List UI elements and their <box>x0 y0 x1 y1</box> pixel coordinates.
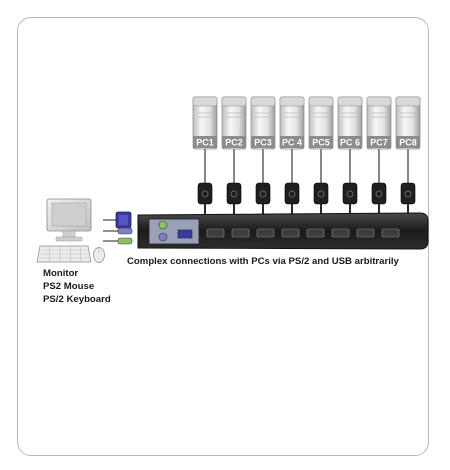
pc-label-5: PC5 <box>312 138 330 148</box>
pc-tower-8: PC8 <box>395 96 421 150</box>
pc-cable-1 <box>197 149 213 215</box>
pc-tower-6: PC 6 <box>337 96 363 150</box>
keyboard-port-icon <box>158 220 168 230</box>
pc-port-group <box>206 228 400 238</box>
console-legend: Monitor PS2 Mouse PS/2 Keyboard <box>43 267 111 306</box>
pc-label-4: PC 4 <box>282 138 302 148</box>
pc-plug-icon <box>226 182 242 205</box>
pc-cable-5 <box>313 149 329 215</box>
pc-port-8 <box>381 228 400 238</box>
pc-cable-2 <box>226 149 242 215</box>
pc-cable-7 <box>371 149 387 215</box>
pc-tower-2: PC2 <box>221 96 247 150</box>
pc-label-7: PC7 <box>370 138 388 148</box>
mouse-port-icon <box>158 232 168 242</box>
pc-port-2 <box>231 228 250 238</box>
console-cables <box>103 211 133 245</box>
pc-tower-7: PC7 <box>366 96 392 150</box>
pc-plug-icon <box>197 182 213 205</box>
pc-cable-3 <box>255 149 271 215</box>
legend-ps2-keyboard: PS/2 Keyboard <box>43 294 111 305</box>
ps2-mouse-plug-icon <box>117 227 133 235</box>
pc-plug-icon <box>255 182 271 205</box>
pc-plug-icon <box>313 182 329 205</box>
pc-label-8: PC8 <box>399 138 417 148</box>
pc-label-6: PC 6 <box>340 138 360 148</box>
pc-label-2: PC2 <box>225 138 243 148</box>
legend-monitor: Monitor <box>43 268 79 279</box>
pc-tower-5: PC5 <box>308 96 334 150</box>
kvm-switch <box>137 212 429 250</box>
pc-cable-4 <box>284 149 300 215</box>
pc-plug-icon <box>342 182 358 205</box>
pc-tower-3: PC3 <box>250 96 276 150</box>
ps2-keyboard-plug-icon <box>117 237 133 245</box>
pc-cable-8 <box>400 149 416 215</box>
pc-tower-4: PC 4 <box>279 96 305 150</box>
monitor-icon <box>46 198 92 242</box>
legend-ps2-mouse: PS2 Mouse <box>43 281 95 292</box>
cable-group <box>197 149 416 215</box>
diagram-caption: Complex connections with PCs via PS/2 an… <box>127 256 399 267</box>
pc-tower-1: PC1 <box>192 96 218 150</box>
keyboard-icon <box>36 245 92 263</box>
pc-plug-icon <box>371 182 387 205</box>
pc-port-3 <box>256 228 275 238</box>
pc-label-1: PC1 <box>196 138 214 148</box>
pc-port-4 <box>281 228 300 238</box>
pc-cable-6 <box>342 149 358 215</box>
pc-port-7 <box>356 228 375 238</box>
mouse-icon <box>93 247 105 263</box>
vga-port-icon <box>177 229 193 239</box>
pc-group: PC1 PC2 PC3 PC 4 PC5 PC 6 PC7 PC8 <box>192 96 421 150</box>
pc-label-3: PC3 <box>254 138 272 148</box>
pc-port-5 <box>306 228 325 238</box>
pc-plug-icon <box>400 182 416 205</box>
pc-port-1 <box>206 228 225 238</box>
pc-plug-icon <box>284 182 300 205</box>
pc-port-6 <box>331 228 350 238</box>
